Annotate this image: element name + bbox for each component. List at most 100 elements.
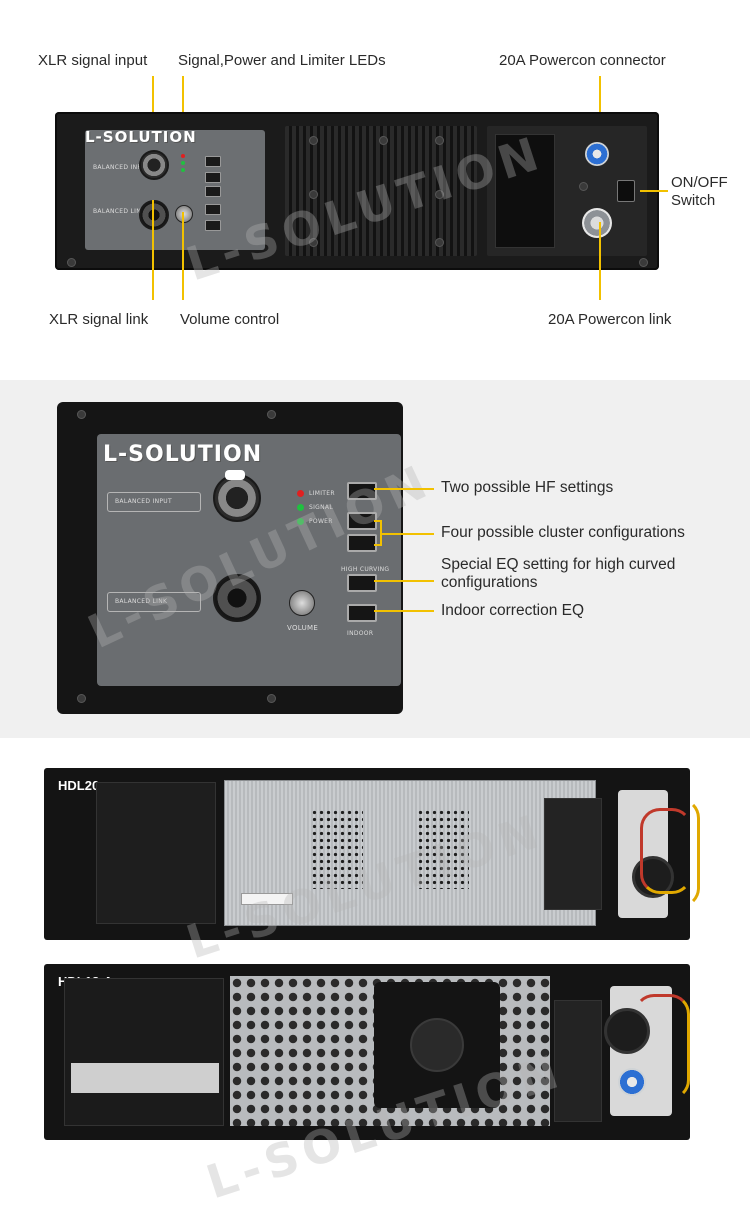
switch-hf[interactable] (205, 156, 221, 167)
internal-boards-section: HDL20 L-SOLUTION HDL18-A L-SOLUTION (0, 738, 750, 1209)
power-wiring (634, 994, 690, 1100)
control-plate: BALANCED INPUT BALANCED LINK (85, 130, 265, 250)
vent-holes-left (311, 809, 363, 889)
label-hf-settings: Two possible HF settings (441, 479, 614, 496)
control-pcb (96, 782, 216, 924)
label-leds: Signal,Power and Limiter LEDs (178, 52, 386, 69)
label-xlr-signal-link: XLR signal link (49, 311, 149, 328)
xlr-latch (225, 470, 245, 480)
panel-text-indoor: INDOOR (347, 630, 374, 637)
panel-text-balanced-input: BALANCED INPUT (115, 498, 172, 505)
control-pcb (64, 978, 224, 1126)
power-plate-window (495, 134, 555, 248)
indoor-eq-switch[interactable] (347, 604, 377, 622)
fuse-holder (579, 182, 588, 191)
powercon-link-connector[interactable] (582, 208, 612, 238)
screw (435, 190, 444, 199)
board-hdl18a: HDL18-A (44, 964, 690, 1140)
screw (309, 136, 318, 145)
label-indoor-eq: Indoor correction EQ (441, 602, 585, 619)
power-plate (487, 126, 647, 256)
power-led (181, 168, 185, 172)
switch-cluster-2[interactable] (205, 186, 221, 197)
xlr-input-jack[interactable] (139, 150, 169, 180)
control-panel-zoom-section: L-SOLUTION BALANCED INPUT BALANCED LINK … (0, 380, 750, 738)
power-pcb (544, 798, 602, 910)
cluster-switch-2[interactable] (347, 534, 377, 552)
panel-text-signal: SIGNAL (309, 504, 333, 511)
callout-line-xlr-link (152, 200, 154, 300)
switch-cluster-1[interactable] (205, 172, 221, 183)
label-powercon-connector: 20A Powercon connector (499, 52, 666, 69)
screw (267, 410, 276, 419)
label-volume-control: Volume control (180, 311, 280, 328)
screw (435, 238, 444, 247)
high-curving-switch[interactable] (347, 574, 377, 592)
ribbon-cable (71, 1063, 219, 1093)
screw (77, 410, 86, 419)
label-cluster-config: Four possible cluster configurations (441, 524, 685, 541)
screw (267, 694, 276, 703)
vent-holes-right (417, 809, 469, 889)
label-onoff-switch: ON/OFF Switch (671, 174, 728, 209)
balanced-input-frame (107, 492, 201, 512)
panel-text-limiter: LIMITER (309, 490, 335, 497)
switch-high-curving[interactable] (205, 204, 221, 215)
xlr-input-jack-closeup[interactable] (213, 474, 261, 522)
callout-line-hf (374, 488, 434, 490)
label-xlr-signal-input: XLR signal input (38, 52, 148, 69)
label-powercon-link: 20A Powercon link (548, 311, 672, 328)
screw (309, 190, 318, 199)
balanced-link-frame (107, 592, 201, 612)
callout-line-cluster (380, 533, 434, 535)
amp-module-shield (224, 780, 596, 926)
volume-knob[interactable] (175, 205, 193, 223)
limiter-led-closeup (297, 490, 304, 497)
screw (379, 136, 388, 145)
signal-led-closeup (297, 504, 304, 511)
screw (77, 694, 86, 703)
callout-line-powercon (599, 76, 601, 142)
xlr-link-jack[interactable] (139, 200, 169, 230)
power-pcb (554, 1000, 602, 1122)
callout-line-volume (182, 212, 184, 300)
model-label-hdl20: HDL20 (58, 778, 100, 793)
panel-text-balanced-link: BALANCED LINK (115, 598, 168, 605)
panel-text-volume: VOLUME (287, 624, 319, 632)
power-switch[interactable] (617, 180, 635, 202)
amp-overview-section: XLR signal input Signal,Power and Limite… (0, 0, 750, 380)
callout-line-cluster-b (374, 544, 382, 546)
plate-text-balanced-link: BALANCED LINK (93, 208, 146, 215)
power-wiring (650, 798, 700, 908)
label-eq-curved: Special EQ setting for high curved confi… (441, 556, 676, 591)
switch-indoor[interactable] (205, 220, 221, 231)
serial-sticker (241, 893, 293, 905)
callout-line-indoor (374, 610, 434, 612)
ferrite-toroid (604, 1008, 650, 1054)
callout-line-eq-curved (374, 580, 434, 582)
limiter-led (181, 154, 185, 158)
control-plate-closeup: L-SOLUTION BALANCED INPUT BALANCED LINK … (97, 434, 401, 686)
panel-text-high-curving: HIGH CURVING (341, 566, 390, 573)
callout-line-onoff (640, 190, 668, 192)
powercon-input-connector[interactable] (585, 142, 609, 166)
brand-logo-large: L-SOLUTION (103, 442, 263, 467)
board-hdl20: HDL20 (44, 768, 700, 940)
screw (639, 258, 648, 267)
control-panel-closeup: L-SOLUTION BALANCED INPUT BALANCED LINK … (57, 402, 403, 714)
plate-text-balanced-input: BALANCED INPUT (93, 164, 150, 171)
hf-setting-switch[interactable] (347, 482, 377, 500)
callout-line-powercon-link (599, 222, 601, 300)
screw (435, 136, 444, 145)
panel-text-power: POWER (309, 518, 333, 525)
volume-knob-closeup[interactable] (289, 590, 315, 616)
callout-line-xlr-input (152, 76, 154, 140)
xlr-link-jack-closeup[interactable] (213, 574, 261, 622)
heatsink (285, 126, 477, 256)
fan-hub (410, 1018, 464, 1072)
amp-rear-panel: BALANCED INPUT BALANCED LINK L-SOLUTION (55, 112, 659, 270)
signal-led (181, 161, 185, 165)
brand-logo: L-SOLUTION (85, 128, 197, 146)
power-led-closeup (297, 518, 304, 525)
screw (309, 238, 318, 247)
